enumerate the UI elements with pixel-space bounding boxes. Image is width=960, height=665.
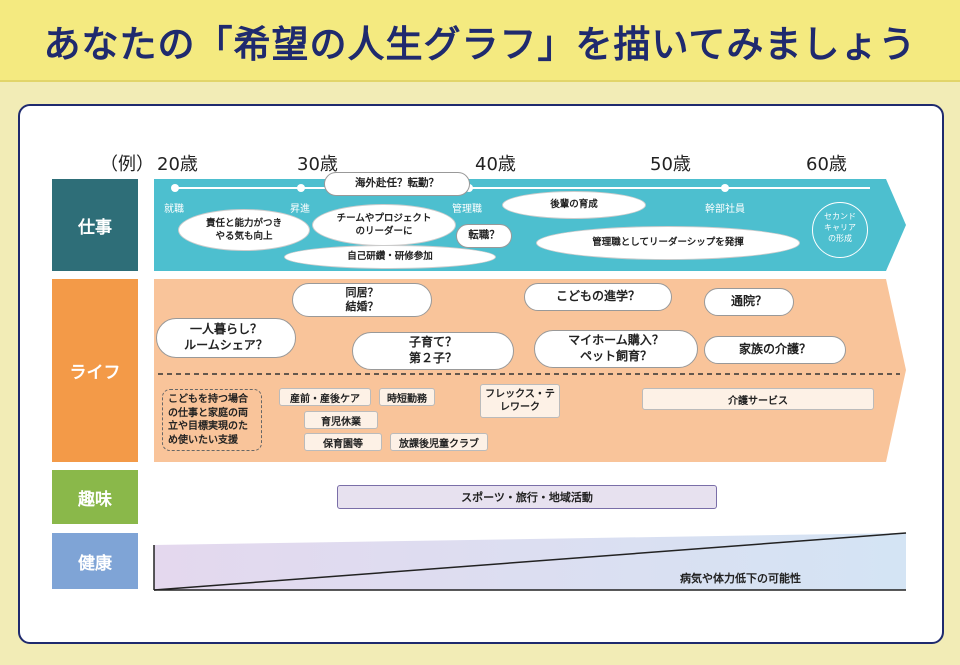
age-20: 20歳 xyxy=(157,154,198,175)
marker-dot-hire xyxy=(171,184,179,192)
oval-text: 管理職としてリーダーシップを発揮 xyxy=(592,237,744,249)
health-note: 病気や体力低下の可能性 xyxy=(680,572,801,585)
cloud-childcare: 子育て？第２子？ xyxy=(352,332,514,370)
cloud-overseas-transfer: 海外赴任？転勤？ xyxy=(324,172,470,196)
page-title: あなたの「希望の人生グラフ」を描いてみましょう xyxy=(43,23,917,66)
row-label-work: 仕事 xyxy=(52,179,138,271)
second-career-line: キャリア xyxy=(824,222,856,232)
cloud-text: マイホーム購入？ xyxy=(568,333,664,348)
header-banner: あなたの「希望の人生グラフ」を描いてみましょう xyxy=(0,0,960,82)
oval-responsibility: 責任と能力がつきやる気も向上 xyxy=(178,209,310,251)
marker-executive: 幹部社員 xyxy=(705,204,745,215)
cloud-child-education: こどもの進学？ xyxy=(524,283,672,311)
marker-promotion: 昇進 xyxy=(290,204,310,215)
cloud-text: 子育て？ xyxy=(408,335,457,350)
cloud-text: ルームシェア？ xyxy=(184,338,268,352)
row-label-health: 健康 xyxy=(52,533,138,589)
oval-mentoring: 後輩の育成 xyxy=(502,191,646,219)
cloud-home-pet: マイホーム購入？ペット飼育？ xyxy=(534,330,698,368)
cloud-hospital: 通院？ xyxy=(704,288,794,316)
age-30: 30歳 xyxy=(297,154,338,175)
marker-dot-promotion xyxy=(297,184,305,192)
cloud-text: 第２子？ xyxy=(408,351,457,365)
hobby-bar: スポーツ・旅行・地域活動 xyxy=(337,485,717,509)
tag-flex-telework: フレックス・テレワーク xyxy=(480,384,560,418)
marker-manager: 管理職 xyxy=(452,204,482,215)
oval-text: 自己研鑽・研修参加 xyxy=(347,251,433,263)
cloud-text: ペット飼育？ xyxy=(579,349,652,363)
tag-childcare-leave: 育児休業 xyxy=(304,411,378,429)
cloud-cohabit-marriage: 同居？結婚？ xyxy=(292,283,432,317)
oval-text: チームやプロジェクト xyxy=(336,212,432,224)
cloud-text: 同居？ xyxy=(345,285,379,299)
oval-self-study: 自己研鑽・研修参加 xyxy=(284,245,496,269)
cloud-job-change: 転職？ xyxy=(456,224,512,248)
second-career-circle: セカンド キャリア の形成 xyxy=(812,202,868,258)
second-career-line: セカンド xyxy=(824,212,856,221)
oval-text: やる気も向上 xyxy=(215,231,273,242)
health-slope xyxy=(153,532,907,591)
row-label-hobby: 趣味 xyxy=(52,470,138,524)
oval-text: のリーダーに xyxy=(355,226,413,237)
tag-prenatal-care: 産前・産後ケア xyxy=(279,388,371,406)
marker-hire: 就職 xyxy=(164,204,184,215)
cloud-living-alone: 一人暮らし？ルームシェア？ xyxy=(156,318,296,358)
example-label: （例） xyxy=(100,154,154,175)
tag-nursery: 保育園等 xyxy=(304,433,382,451)
tag-short-hours: 時短勤務 xyxy=(379,388,435,406)
oval-text: 後輩の育成 xyxy=(550,199,598,211)
marker-dot-executive xyxy=(721,184,729,192)
tag-afterschool-club: 放課後児童クラブ xyxy=(390,433,488,451)
cloud-family-care: 家族の介護？ xyxy=(704,336,846,364)
tag-nursing-service: 介護サービス xyxy=(642,388,874,410)
age-50: 50歳 xyxy=(650,154,691,175)
support-note: こどもを持つ場合の仕事と家庭の両立や目標実現のため使いたい支援 xyxy=(162,389,262,451)
oval-text: 責任と能力がつき xyxy=(205,217,282,229)
age-40: 40歳 xyxy=(475,154,516,175)
oval-leadership: 管理職としてリーダーシップを発揮 xyxy=(536,226,800,260)
second-career-line: の形成 xyxy=(828,233,852,243)
cloud-text: 一人暮らし？ xyxy=(189,322,262,337)
row-label-life: ライフ xyxy=(52,279,138,462)
oval-team-leader: チームやプロジェクトのリーダーに xyxy=(312,204,456,246)
age-60: 60歳 xyxy=(806,154,847,175)
cloud-text: 結婚？ xyxy=(345,300,379,313)
